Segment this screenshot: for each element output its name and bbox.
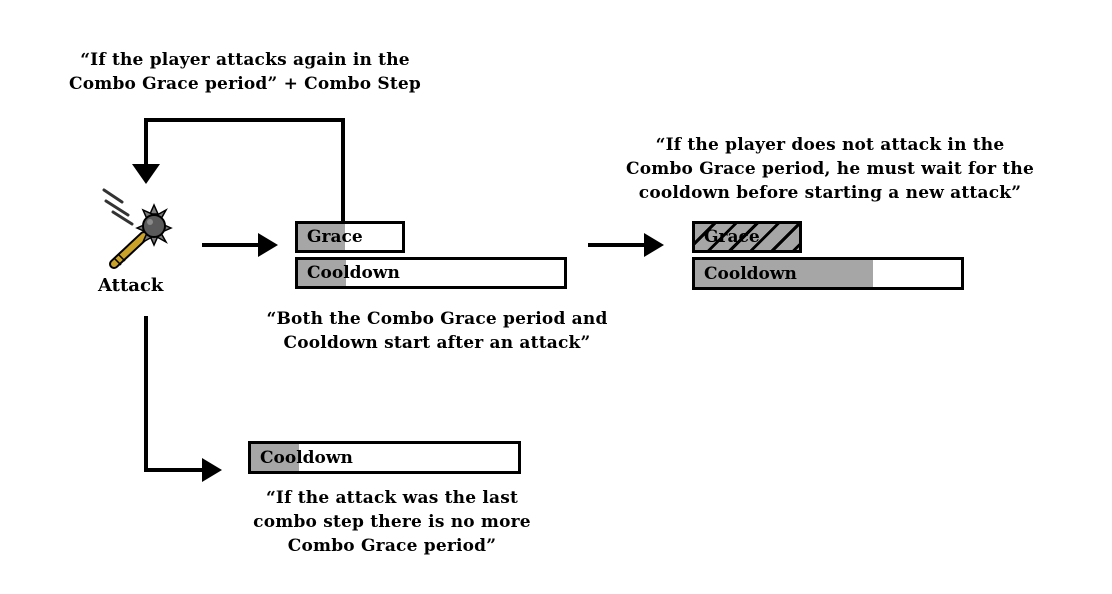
last-step-caption: “If the attack was the last combo step t…	[253, 488, 531, 556]
cooldown-bar-last-step: Cooldown	[248, 441, 521, 474]
cooldown-bar-last-step-fill	[251, 444, 300, 471]
both-start-caption: “Both the Combo Grace period and Cooldow…	[266, 309, 608, 353]
grace-bar-label: Grace	[307, 227, 363, 247]
attack-to-grace-arrowhead	[258, 233, 278, 257]
cooldown-bar-waiting: Cooldown	[692, 257, 964, 290]
loop-back-arrow	[144, 118, 345, 224]
cooldown-bar-fill	[298, 260, 346, 286]
cooldown-bar-waiting-fill	[695, 260, 874, 287]
grace-bar: Grace	[295, 221, 405, 253]
attack-label: Attack	[98, 275, 164, 296]
mace-icon	[102, 188, 173, 269]
loop-back-arrowhead	[132, 164, 160, 184]
expired-grace-bar: Grace	[692, 221, 802, 253]
loop-caption: “If the player attacks again in the Comb…	[68, 50, 421, 94]
cooldown-bar-label: Cooldown	[307, 263, 400, 283]
attack-to-last-step-arrow	[144, 316, 206, 472]
grace-to-expired-arrowhead	[644, 233, 664, 257]
cooldown-bar-waiting-label: Cooldown	[704, 263, 797, 284]
cooldown-bar-last-step-label: Cooldown	[260, 447, 353, 468]
grace-bar-fill	[298, 224, 345, 250]
no-attack-caption: “If the player does not attack in the Co…	[626, 135, 1034, 203]
cooldown-bar: Cooldown	[295, 257, 567, 289]
expired-grace-hatch	[695, 224, 799, 250]
expired-grace-label: Grace	[704, 227, 760, 247]
attack-to-last-step-arrowhead	[202, 458, 222, 482]
